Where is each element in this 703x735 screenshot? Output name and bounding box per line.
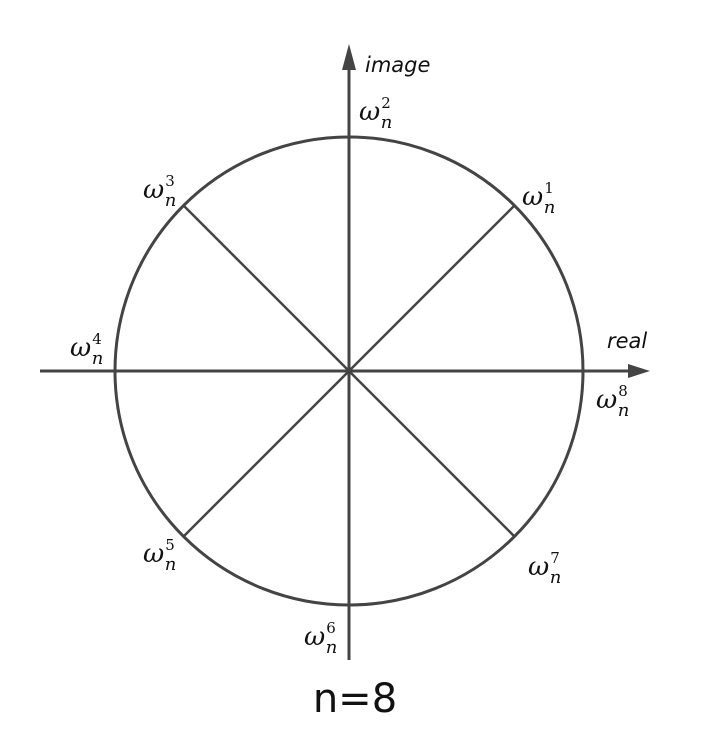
y-axis-label: image [365,53,430,77]
x-axis-arrow-icon [628,364,650,378]
root-diameter [182,204,516,538]
y-axis-arrow-icon [342,44,356,70]
x-axis-label: real [607,329,647,353]
caption: n=8 [313,676,397,722]
